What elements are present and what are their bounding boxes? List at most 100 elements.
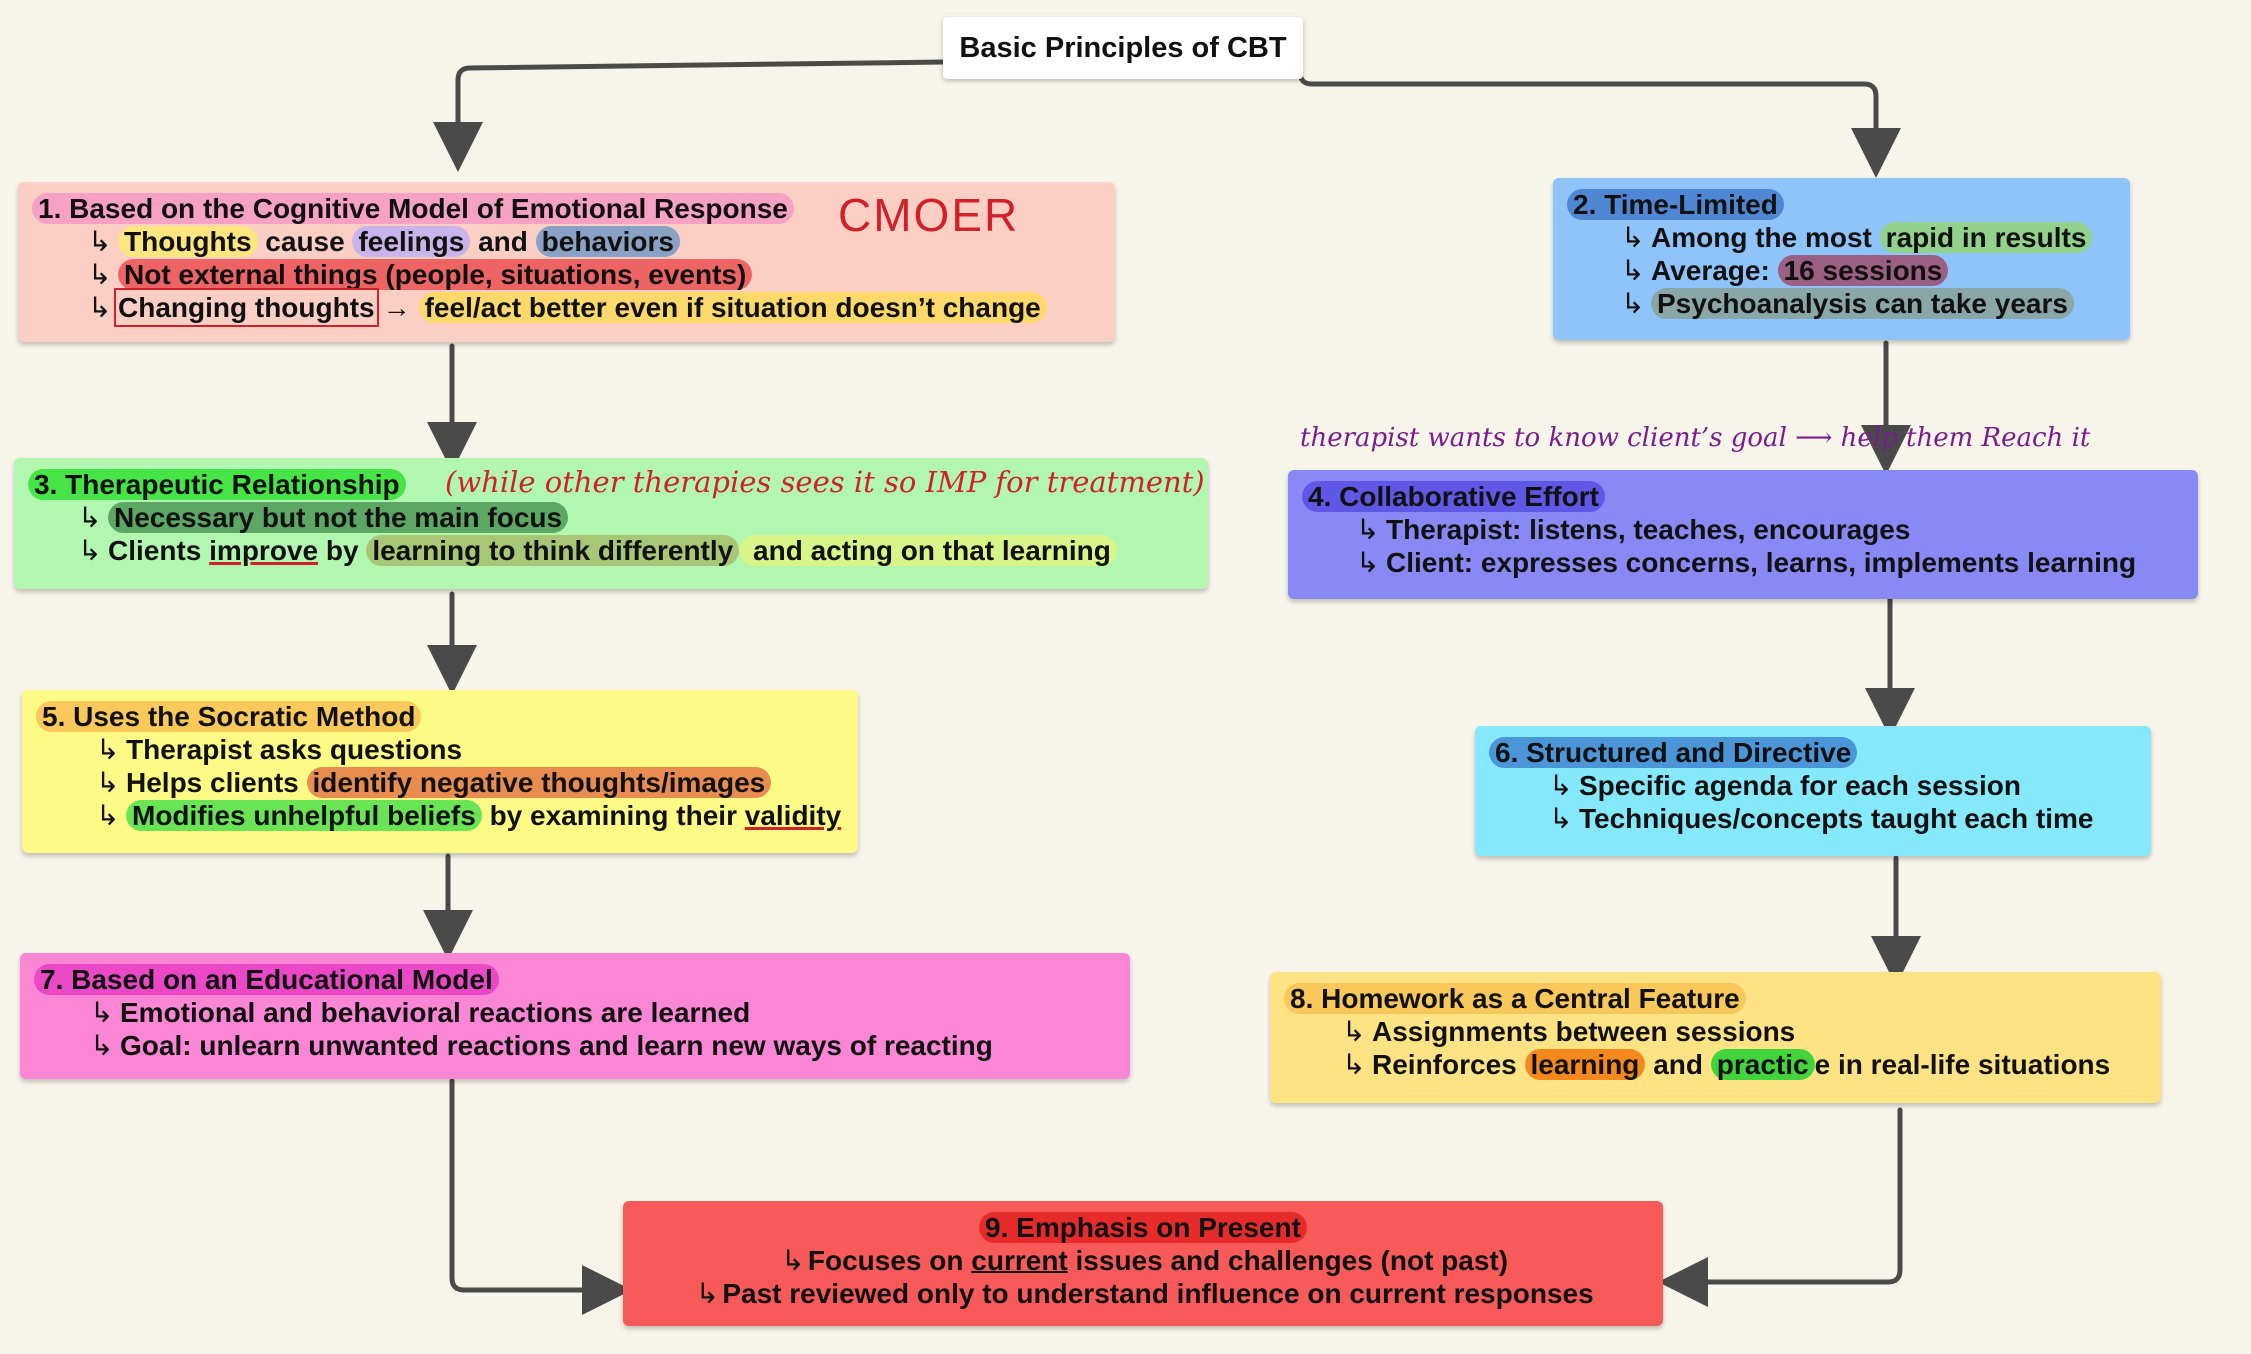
principle-5-title: 5. Uses the Socratic Method xyxy=(36,701,422,732)
sub-arrow-icon: ↳ xyxy=(90,1030,114,1061)
highlight-rapid-results: rapid in results xyxy=(1879,222,2093,253)
text-reinforces: Reinforces xyxy=(1372,1049,1525,1080)
principle-7-title: 7. Based on an Educational Model xyxy=(34,964,499,995)
principle-2-heading: 2. Time-Limited xyxy=(1567,188,2116,221)
highlight-necessary: Necessary but not the main focus xyxy=(108,502,569,533)
text-therapist-role: Therapist: listens, teaches, encourages xyxy=(1386,514,1911,545)
underlined-validity: validity xyxy=(744,800,842,831)
text-real-life: e in real-life situations xyxy=(1814,1049,2111,1080)
sub-arrow-icon: ↳ xyxy=(96,767,120,798)
text-by-examining: by examining their xyxy=(481,800,745,831)
principle-box-6: 6. Structured and Directive ↳Specific ag… xyxy=(1475,726,2151,856)
arrow-title-to-box1 xyxy=(433,59,948,172)
highlight-practice: practic xyxy=(1710,1049,1815,1080)
sub-arrow-icon: ↳ xyxy=(88,226,112,257)
principle-box-8: 8. Homework as a Central Feature ↳Assign… xyxy=(1270,972,2161,1103)
sub-arrow-icon: ↳ xyxy=(88,259,112,290)
principle-1-line-3: ↳Changing thoughts→feel/act better even … xyxy=(32,288,1101,327)
text-among-most: Among the most xyxy=(1651,222,1880,253)
sub-arrow-icon: ↳ xyxy=(1549,803,1573,834)
sub-arrow-icon: ↳ xyxy=(78,502,102,533)
sub-arrow-icon: ↳ xyxy=(96,800,120,831)
principle-2-line-1: ↳Among the most rapid in results xyxy=(1567,221,2116,254)
text-past-reviewed: Past reviewed only to understand influen… xyxy=(722,1278,1594,1309)
principle-3-line-1: ↳Necessary but not the main focus xyxy=(28,501,1194,534)
text-techniques: Techniques/concepts taught each time xyxy=(1579,803,2094,834)
highlight-learning: learning xyxy=(1524,1049,1646,1080)
principle-7-line-2: ↳Goal: unlearn unwanted reactions and le… xyxy=(34,1029,1116,1062)
principle-4-line-1: ↳Therapist: listens, teaches, encourages xyxy=(1302,513,2184,546)
principle-5-line-1: ↳Therapist asks questions xyxy=(36,733,844,766)
principle-9-line-2: ↳Past reviewed only to understand influe… xyxy=(631,1277,1655,1310)
text-reactions-learned: Emotional and behavioral reactions are l… xyxy=(120,997,751,1028)
principle-1-line-2: ↳Not external things (people, situations… xyxy=(32,258,1101,291)
arrow-title-to-box2 xyxy=(1297,52,1901,178)
text-goal-unlearn: Goal: unlearn unwanted reactions and lea… xyxy=(120,1030,993,1061)
principle-4-heading: 4. Collaborative Effort xyxy=(1302,480,2184,513)
sub-arrow-icon: ↳ xyxy=(695,1278,720,1309)
sub-arrow-icon: ↳ xyxy=(1342,1016,1366,1047)
highlight-not-external: Not external things (people, situations,… xyxy=(118,259,753,290)
principle-5-heading: 5. Uses the Socratic Method xyxy=(36,700,844,733)
sub-arrow-icon: ↳ xyxy=(1549,770,1573,801)
text-clients: Clients xyxy=(108,535,210,566)
text-by: by xyxy=(318,535,367,566)
text-issues: issues and challenges (not past) xyxy=(1067,1245,1509,1276)
sub-arrow-icon: ↳ xyxy=(1621,222,1645,253)
principle-9-line-1: ↳Focuses on current issues and challenge… xyxy=(631,1244,1655,1277)
text-client-role: Client: expresses concerns, learns, impl… xyxy=(1386,547,2137,578)
text-focuses-on: Focuses on xyxy=(807,1245,972,1276)
sub-arrow-icon: ↳ xyxy=(88,292,112,323)
annotation-therapies: (while other therapies sees it so IMP fo… xyxy=(445,465,1205,499)
sub-arrow-icon: ↳ xyxy=(1342,1049,1366,1080)
highlight-16-sessions: 16 sessions xyxy=(1777,255,1949,286)
highlight-learning-think: learning to think differently xyxy=(366,535,740,566)
principle-5-line-2: ↳Helps clients identify negative thought… xyxy=(36,766,844,799)
highlight-unhelpful-beliefs: Modifies unhelpful beliefs xyxy=(126,800,482,831)
sub-arrow-icon: ↳ xyxy=(96,734,120,765)
text-therapist-asks: Therapist asks questions xyxy=(126,734,463,765)
text-assignments: Assignments between sessions xyxy=(1372,1016,1796,1047)
text-cause: cause xyxy=(257,226,353,257)
principle-1-line-1: ↳Thoughts cause feelings and behaviors xyxy=(32,225,1101,258)
principle-8-title: 8. Homework as a Central Feature xyxy=(1284,983,1746,1014)
boxed-changing-thoughts: Changing thoughts xyxy=(114,288,379,327)
sub-arrow-icon: ↳ xyxy=(1356,514,1380,545)
principle-9-title: 9. Emphasis on Present xyxy=(979,1212,1307,1243)
sub-arrow-icon: ↳ xyxy=(90,997,114,1028)
principle-1-title: 1. Based on the Cognitive Model of Emoti… xyxy=(32,193,794,224)
principle-8-line-1: ↳Assignments between sessions xyxy=(1284,1015,2147,1048)
principle-2-line-2: ↳Average: 16 sessions xyxy=(1567,254,2116,287)
principle-4-title: 4. Collaborative Effort xyxy=(1302,481,1605,512)
principle-box-2: 2. Time-Limited ↳Among the most rapid in… xyxy=(1553,178,2130,340)
principle-2-title: 2. Time-Limited xyxy=(1567,189,1784,220)
principle-6-line-2: ↳Techniques/concepts taught each time xyxy=(1489,802,2137,835)
principle-7-line-1: ↳Emotional and behavioral reactions are … xyxy=(34,996,1116,1029)
sub-arrow-icon: ↳ xyxy=(1621,288,1645,319)
principle-4-line-2: ↳Client: expresses concerns, learns, imp… xyxy=(1302,546,2184,579)
principle-6-title: 6. Structured and Directive xyxy=(1489,737,1858,768)
principle-3-line-2: ↳Clients improve by learning to think di… xyxy=(28,534,1194,567)
diagram-title: Basic Principles of CBT xyxy=(943,17,1303,79)
principle-6-line-1: ↳Specific agenda for each session xyxy=(1489,769,2137,802)
text-and: and xyxy=(1645,1049,1711,1080)
principle-9-heading: 9. Emphasis on Present xyxy=(631,1211,1655,1244)
text-specific-agenda: Specific agenda for each session xyxy=(1579,770,2021,801)
sub-arrow-icon: ↳ xyxy=(1621,255,1645,286)
principle-7-heading: 7. Based on an Educational Model xyxy=(34,963,1116,996)
sub-arrow-icon: ↳ xyxy=(781,1245,805,1276)
sub-arrow-icon: ↳ xyxy=(1356,547,1380,578)
principle-6-heading: 6. Structured and Directive xyxy=(1489,736,2137,769)
sub-arrow-icon: ↳ xyxy=(78,535,102,566)
highlight-feelings: feelings xyxy=(352,226,471,257)
highlight-negative-thoughts: identify negative thoughts/images xyxy=(306,767,772,798)
principle-2-line-3: ↳Psychoanalysis can take years xyxy=(1567,287,2116,320)
annotation-therapist-goal: therapist wants to know client’s goal ⟶ … xyxy=(1300,423,2091,453)
principle-8-heading: 8. Homework as a Central Feature xyxy=(1284,982,2147,1015)
principle-3-title: 3. Therapeutic Relationship xyxy=(28,469,406,500)
highlight-psychoanalysis: Psychoanalysis can take years xyxy=(1651,288,2074,319)
highlight-thoughts: Thoughts xyxy=(118,226,258,257)
arrow-box8-to-box9 xyxy=(1658,1107,1903,1307)
principle-box-5: 5. Uses the Socratic Method ↳Therapist a… xyxy=(22,690,858,853)
text-average: Average: xyxy=(1651,255,1778,286)
